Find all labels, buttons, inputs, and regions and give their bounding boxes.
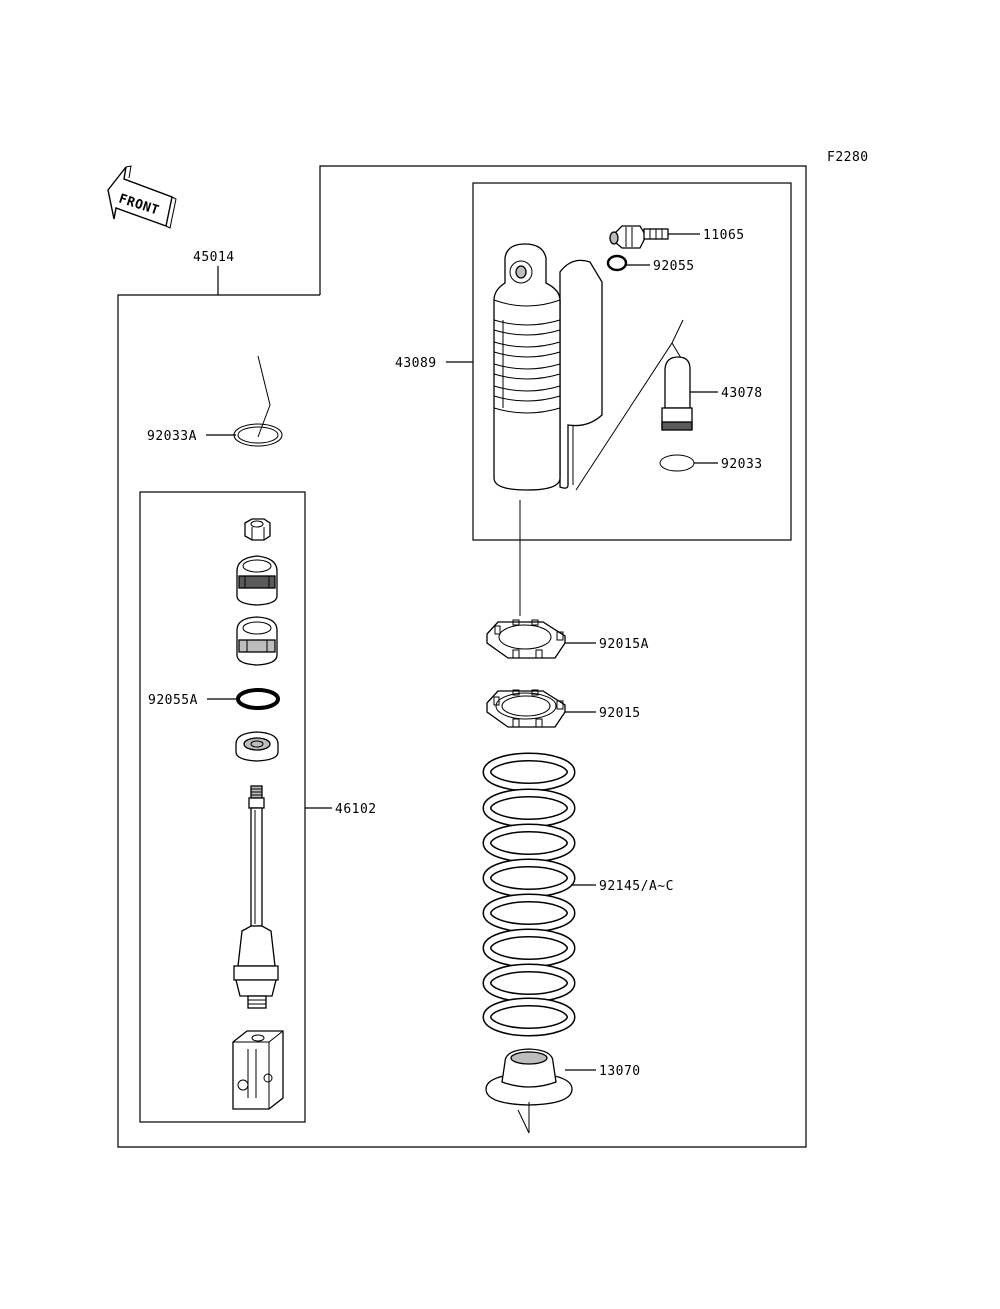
lower-clevis (232, 1030, 284, 1110)
damper-body (493, 243, 561, 491)
piston-rod (233, 785, 279, 1009)
label-92055a: 92055A (148, 693, 198, 708)
label-13070: 13070 (599, 1064, 641, 1079)
bladder-43078 (661, 356, 718, 431)
circlip-92033 (659, 454, 718, 472)
label-92015a: 92015A (599, 637, 649, 652)
piston-valve (236, 616, 278, 666)
label-45014: 45014 (193, 250, 235, 265)
leader-bottom (517, 1102, 530, 1134)
locknut-92015a (486, 619, 596, 659)
bump-rubber (236, 555, 278, 606)
o-ring-92055a (207, 688, 280, 710)
subassembly-box-46102 (139, 491, 306, 1123)
label-92033: 92033 (721, 457, 763, 472)
assembly-outline-45014 (117, 165, 807, 1148)
label-43089: 43089 (395, 356, 437, 371)
seal-head (235, 731, 279, 762)
o-ring-92055 (606, 254, 650, 272)
front-arrow-icon: FRONT (107, 165, 177, 229)
spring-guide-13070 (485, 1048, 596, 1106)
figure-code: F2280 (827, 150, 869, 165)
label-92033a: 92033A (147, 429, 197, 444)
circlip-92033a (206, 355, 283, 447)
label-43078: 43078 (721, 386, 763, 401)
label-92055: 92055 (653, 259, 695, 274)
nut (244, 518, 271, 541)
adjuster-nut-92015 (486, 689, 596, 728)
valve-11065 (609, 225, 700, 249)
label-92015: 92015 (599, 706, 641, 721)
gas-reservoir (559, 259, 603, 489)
label-92145: 92145/A~C (599, 879, 674, 894)
label-46102: 46102 (335, 802, 377, 817)
coil-spring-92145 (482, 752, 596, 1037)
label-11065: 11065 (703, 228, 745, 243)
